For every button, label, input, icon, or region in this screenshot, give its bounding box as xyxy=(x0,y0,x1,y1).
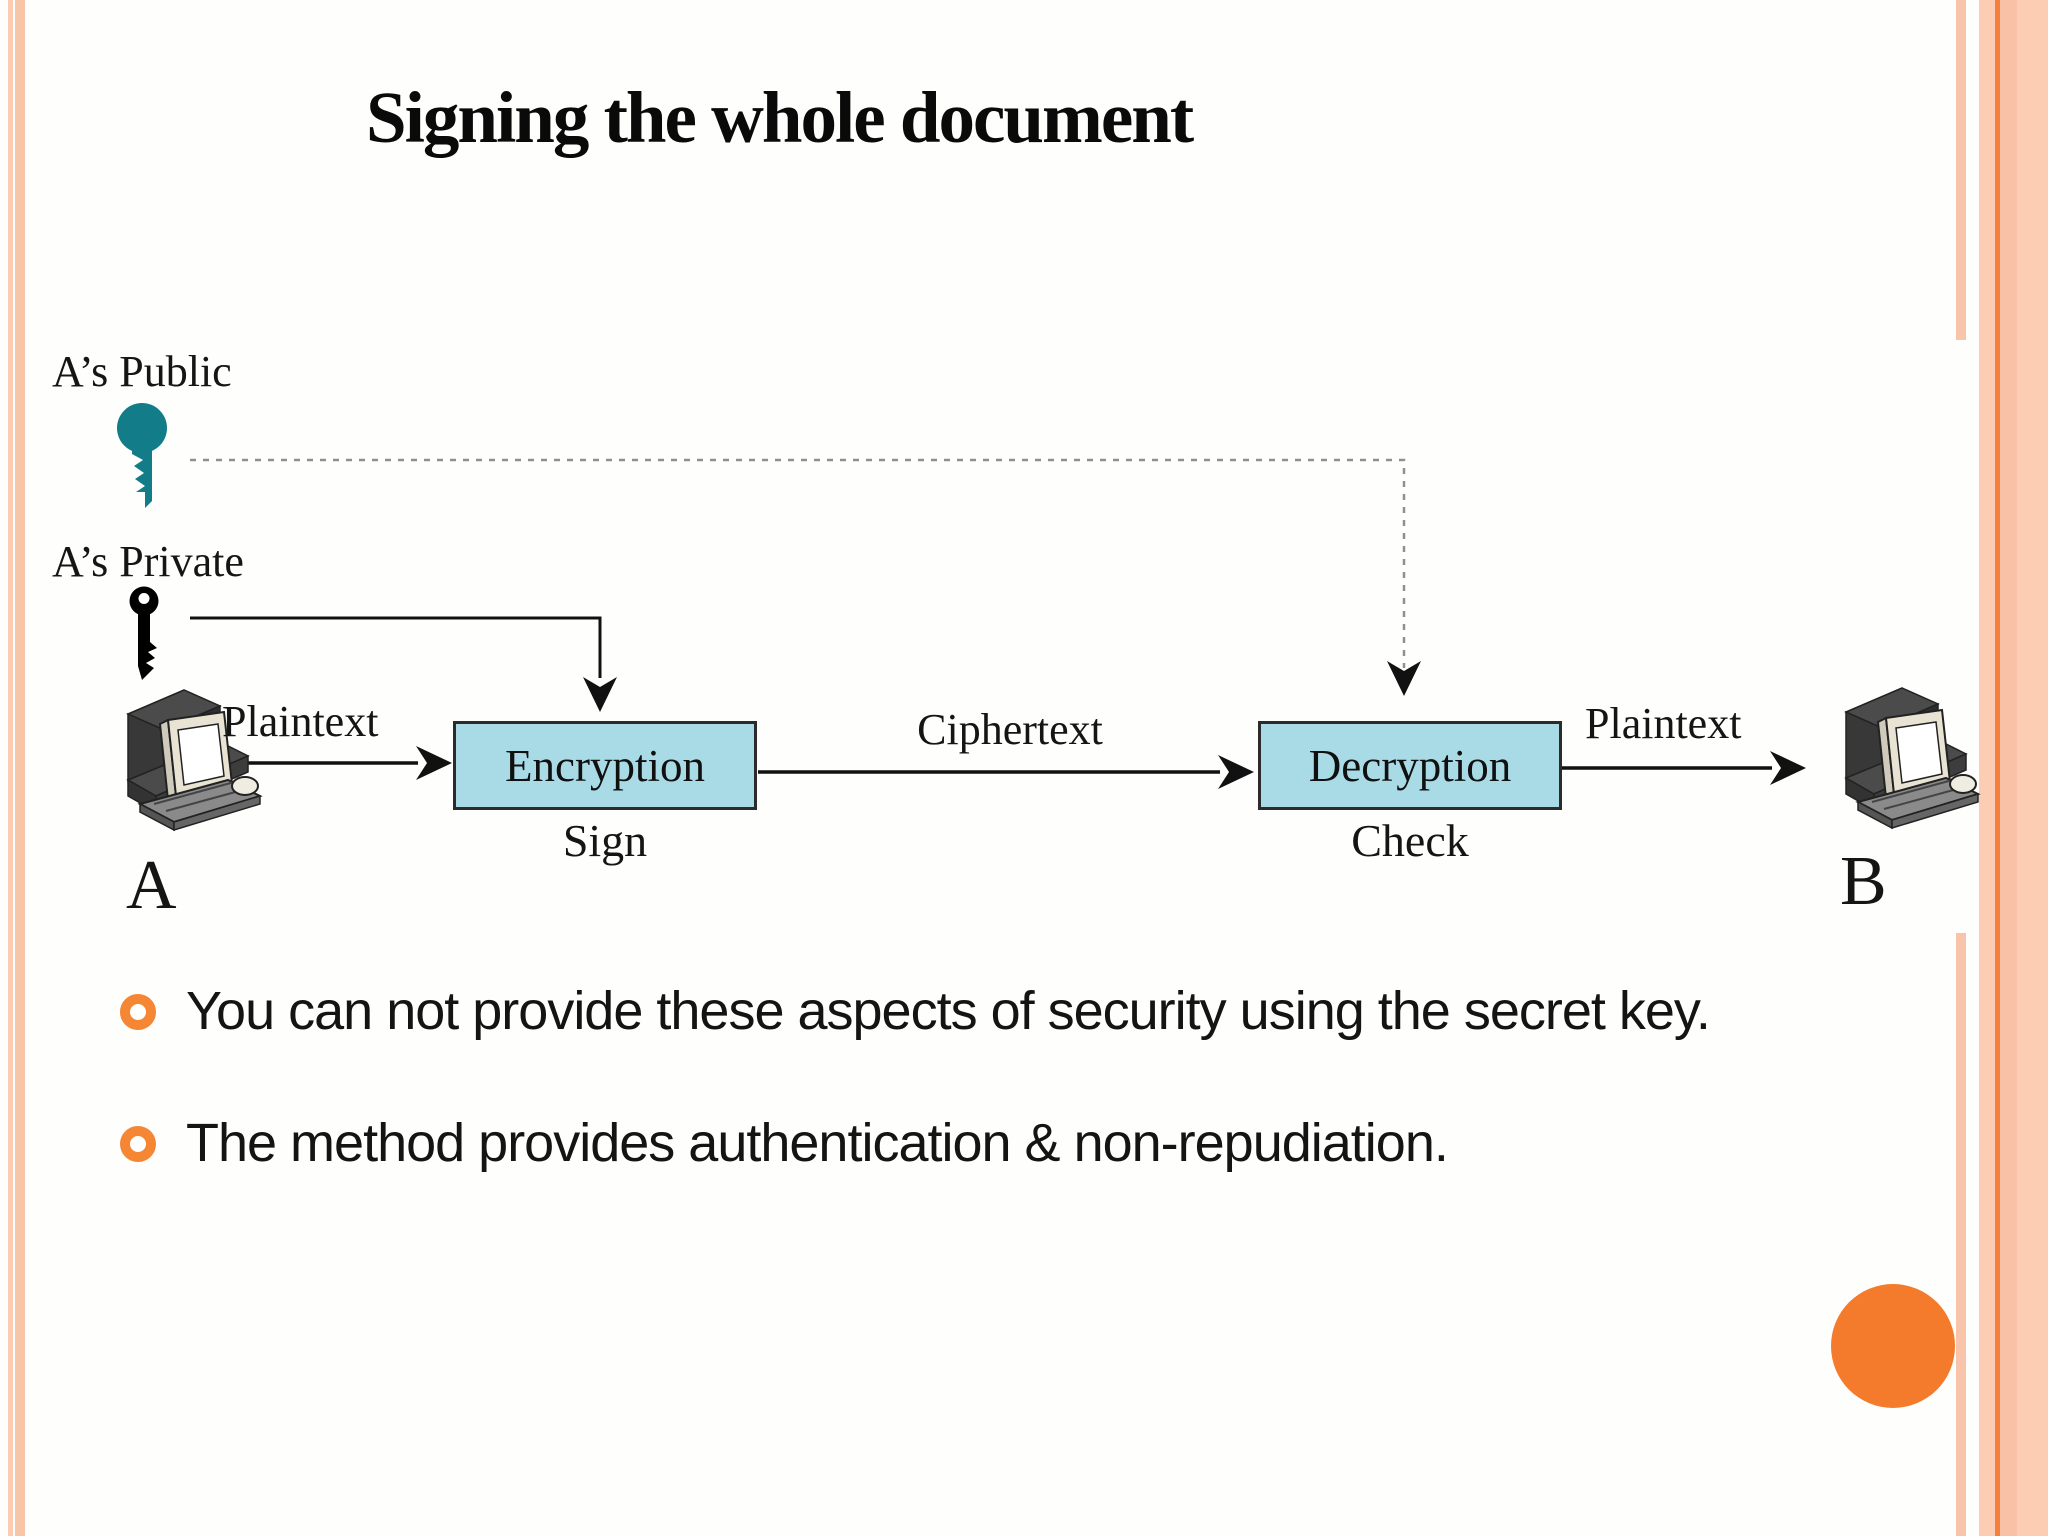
plaintext-right-label: Plaintext xyxy=(1585,699,1742,748)
decryption-caption: Check xyxy=(1351,815,1469,866)
computer-a-icon xyxy=(126,689,263,832)
right-thin-stripe-bottom xyxy=(1956,933,1966,1536)
decryption-box: Decryption xyxy=(1258,721,1562,810)
bullet-text: The method provides authentication & non… xyxy=(186,1113,1449,1174)
slide-title: Signing the whole document xyxy=(366,77,1194,158)
bullet-list: You can not provide these aspects of sec… xyxy=(120,968,1860,1233)
encryption-box: Encryption xyxy=(453,721,757,810)
bullet-item: The method provides authentication & non… xyxy=(120,1100,1860,1186)
plaintext-left-label: Plaintext xyxy=(222,697,379,746)
bullet-text: You can not provide these aspects of sec… xyxy=(186,981,1711,1041)
accent-circle-icon xyxy=(1831,1284,1955,1408)
private-key-label: A’s Private xyxy=(52,537,244,586)
computer-b-icon xyxy=(1844,687,1981,830)
sender-label: A xyxy=(126,847,177,924)
right-band-mid-stripe xyxy=(2000,0,2017,1536)
decryption-box-label: Decryption xyxy=(1308,740,1512,791)
right-border-band xyxy=(1979,0,2048,1536)
left-border-stripe-inner xyxy=(15,0,25,1536)
encryption-caption: Sign xyxy=(562,815,648,866)
left-border-stripe-outer xyxy=(8,0,13,1536)
encryption-box-label: Encryption xyxy=(505,740,705,791)
bullet-ring-icon xyxy=(120,1126,156,1163)
right-band-accent-line xyxy=(1995,0,2000,1536)
bullet-ring-icon xyxy=(120,994,156,1030)
right-thin-stripe-top xyxy=(1956,0,1966,340)
private-key-icon xyxy=(129,586,159,680)
public-key-icon xyxy=(117,403,167,508)
public-key-label: A’s Public xyxy=(52,347,232,396)
bullet-item: You can not provide these aspects of sec… xyxy=(120,968,1860,1054)
receiver-label: B xyxy=(1840,843,1887,920)
ciphertext-label: Ciphertext xyxy=(917,705,1103,754)
diagram-connectors xyxy=(190,458,1806,789)
